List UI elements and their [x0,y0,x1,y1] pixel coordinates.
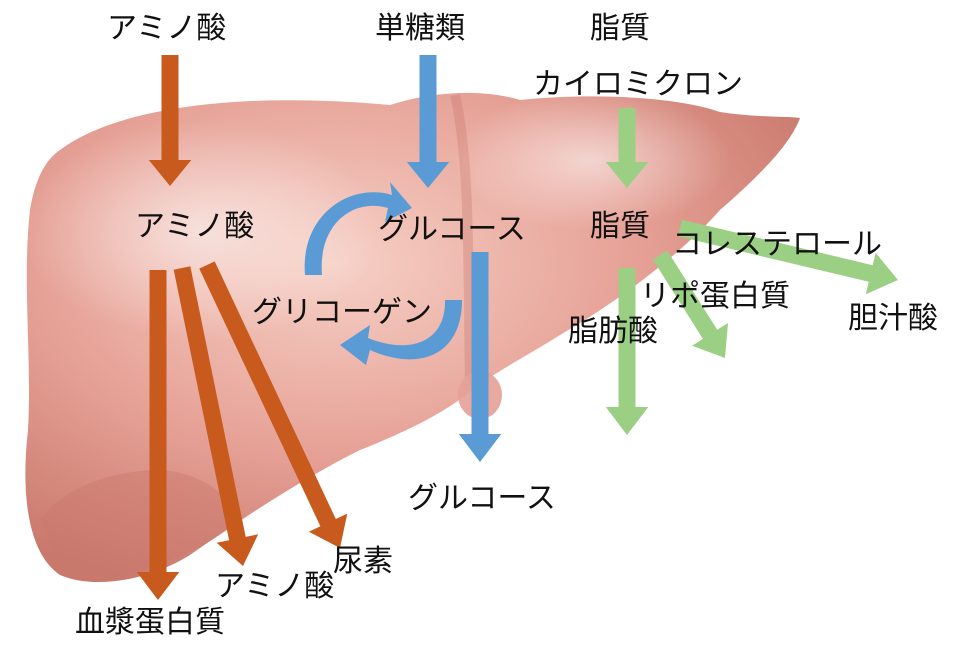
label-glucose-liver: グルコース [378,212,526,247]
label-lipid-input: 脂質 [590,11,650,46]
arrow-to-urea [199,261,348,548]
label-cholesterol: コレステロール [672,227,882,262]
cycle-arrow-lower [340,300,462,365]
arrow-glucose-release [458,252,502,462]
arrow-monosaccharide-intake [406,55,450,188]
liver-highlight [450,90,730,230]
label-fatty-acid: 脂肪酸 [568,314,658,349]
label-amino-acid-output: アミノ酸 [215,569,335,604]
label-amino-acid-liver: アミノ酸 [135,209,255,244]
label-monosaccharide-input: 単糖類 [375,11,465,46]
arrows-layer [136,55,898,600]
liver-lower-fold [40,470,240,576]
arrow-lipid-intake [605,108,649,188]
label-lipid-liver: 脂質 [590,209,650,244]
label-glucose-output: グルコース [408,481,556,516]
arrow-to-bile-acid [678,219,898,295]
arrow-amino-acid-intake [148,55,192,186]
label-bile-acid: 胆汁酸 [848,301,938,336]
label-glycogen: グリコーゲン [252,295,432,330]
liver-highlight [20,120,380,340]
glycogen-cycle-arrows [304,182,462,365]
cycle-arrow-upper [304,182,412,275]
label-lipoprotein: リポ蛋白質 [640,279,790,314]
label-amino-acid-input: アミノ酸 [107,11,227,46]
arrow-to-lipoprotein [652,250,728,358]
liver-lobe-shadow [450,93,475,386]
arrow-to-fatty-acid [605,268,649,435]
label-plasma-protein: 血漿蛋白質 [75,605,225,640]
label-urea: 尿素 [333,544,393,579]
label-chylomicron: カイロミクロン [533,67,743,102]
arrow-to-plasma-protein [136,270,180,600]
arrow-to-amino-acid-output [173,266,259,566]
